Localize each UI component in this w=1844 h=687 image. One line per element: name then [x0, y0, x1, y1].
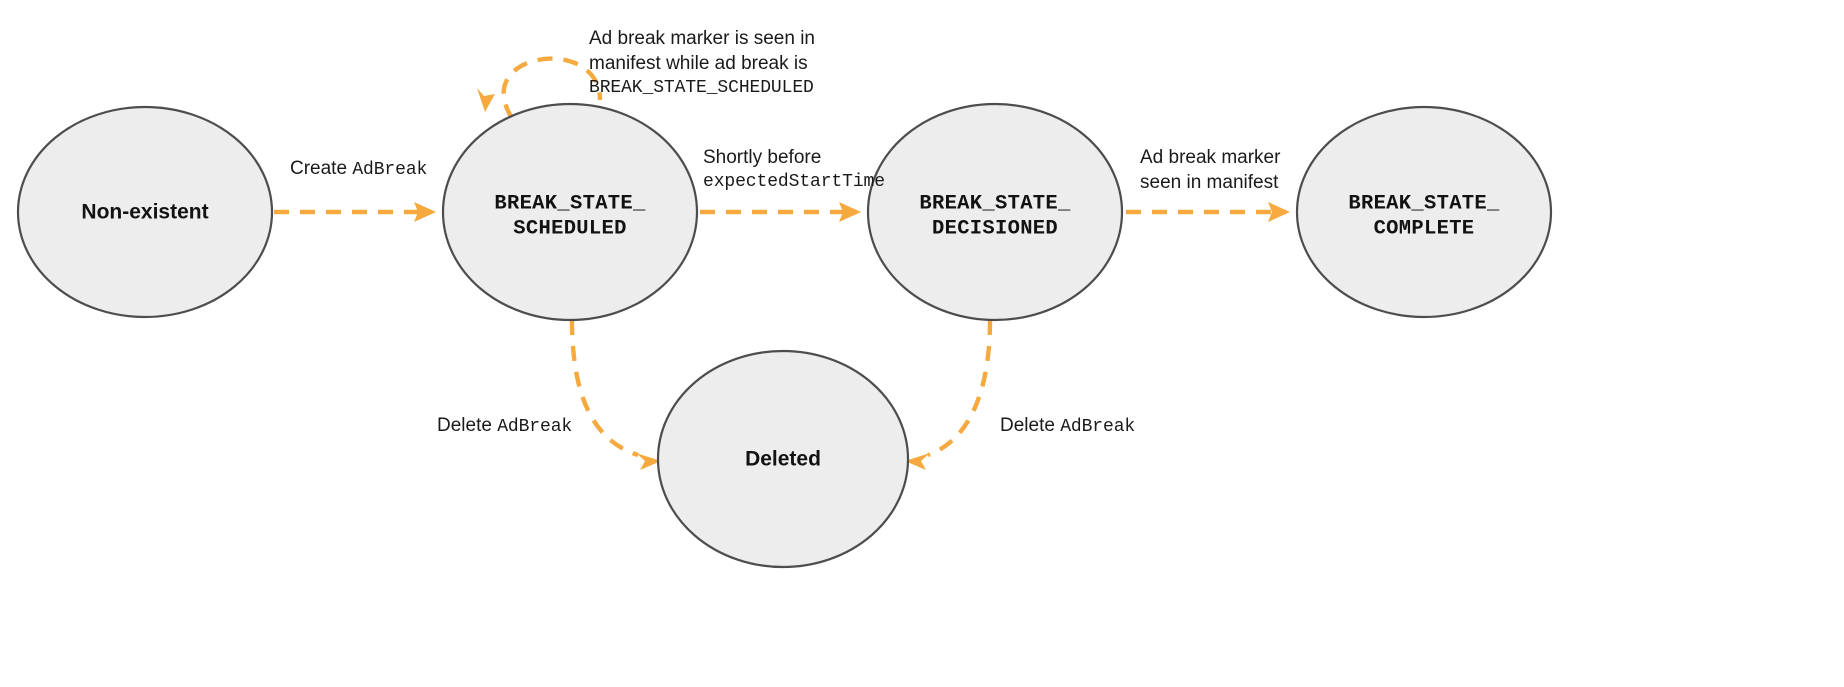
node-label-line: Non-existent	[81, 201, 208, 224]
node-break-state-complete[interactable]: BREAK_STATE_ COMPLETE	[1295, 105, 1553, 319]
arrow-head-icon	[839, 202, 861, 222]
node-label-line: SCHEDULED	[513, 217, 626, 240]
edge-label-delete-adbreak-from-scheduled: Delete AdBreak	[437, 413, 572, 440]
edge-label-run-mono: AdBreak	[352, 160, 428, 180]
node-shape	[1295, 105, 1553, 319]
edge-label-line: Delete AdBreak	[1000, 413, 1135, 440]
edge-label-run: Delete	[437, 415, 498, 436]
edge-delete-adbreak-from-decisioned	[905, 319, 993, 470]
edge-label-line: Ad break marker is seen in	[589, 28, 815, 49]
edge-label-run: Delete	[1000, 415, 1061, 436]
edge-label-line: Shortly before	[703, 147, 822, 168]
edge-label-create-adbreak: Create AdBreak	[290, 156, 427, 183]
edge-create-adbreak	[274, 202, 436, 222]
node-label-line: DECISIONED	[932, 217, 1058, 240]
arrow-head-icon	[636, 453, 661, 470]
edge-label-run-mono: AdBreak	[1060, 417, 1136, 437]
edge-label-marker-seen-in-manifest: Ad break marker seen in manifest	[1140, 145, 1280, 195]
edge-line	[569, 319, 639, 458]
edge-line	[501, 56, 603, 120]
edge-self-loop-marker-seen	[477, 56, 603, 120]
node-label-line: BREAK_STATE_	[494, 192, 646, 215]
edge-line	[927, 319, 993, 458]
edge-label-line: manifest while ad break is	[589, 53, 808, 74]
node-deleted[interactable]: Deleted	[656, 349, 910, 569]
edge-marker-seen-in-manifest	[1126, 202, 1290, 222]
edge-label-shortly-before-expected-start-time: Shortly before expectedStartTime	[703, 145, 885, 195]
arrow-head-icon	[905, 453, 930, 470]
node-shape	[866, 102, 1124, 322]
arrow-head-icon	[414, 202, 436, 222]
edge-delete-adbreak-from-scheduled	[569, 319, 661, 470]
edge-label-run: Create	[290, 158, 353, 179]
node-label-line: Deleted	[745, 448, 821, 471]
arrow-head-icon	[477, 88, 495, 112]
node-non-existent[interactable]: Non-existent	[16, 105, 274, 319]
edge-label-self-loop-marker-seen: Ad break marker is seen in manifest whil…	[589, 26, 815, 101]
arrow-head-icon	[1268, 202, 1290, 222]
node-shape	[441, 102, 699, 322]
edge-label-line: seen in manifest	[1140, 172, 1279, 193]
node-break-state-decisioned[interactable]: BREAK_STATE_ DECISIONED	[866, 102, 1124, 322]
node-label-line: COMPLETE	[1374, 217, 1475, 240]
edge-label-run-mono: AdBreak	[497, 417, 573, 437]
node-break-state-scheduled[interactable]: BREAK_STATE_ SCHEDULED	[441, 102, 699, 322]
node-label-line: BREAK_STATE_	[1348, 192, 1500, 215]
edge-label-line: Ad break marker	[1140, 147, 1281, 168]
edge-shortly-before	[700, 202, 861, 222]
edge-label-line-mono: expectedStartTime	[703, 172, 885, 192]
node-shape	[656, 349, 910, 569]
edge-label-delete-adbreak-from-decisioned: Delete AdBreak	[1000, 413, 1135, 440]
edge-label-line: Delete AdBreak	[437, 413, 572, 440]
edge-label-line-mono: BREAK_STATE_SCHEDULED	[589, 78, 814, 98]
edge-label-line: Create AdBreak	[290, 156, 427, 183]
node-label-line: BREAK_STATE_	[919, 192, 1071, 215]
node-shape	[16, 105, 274, 319]
